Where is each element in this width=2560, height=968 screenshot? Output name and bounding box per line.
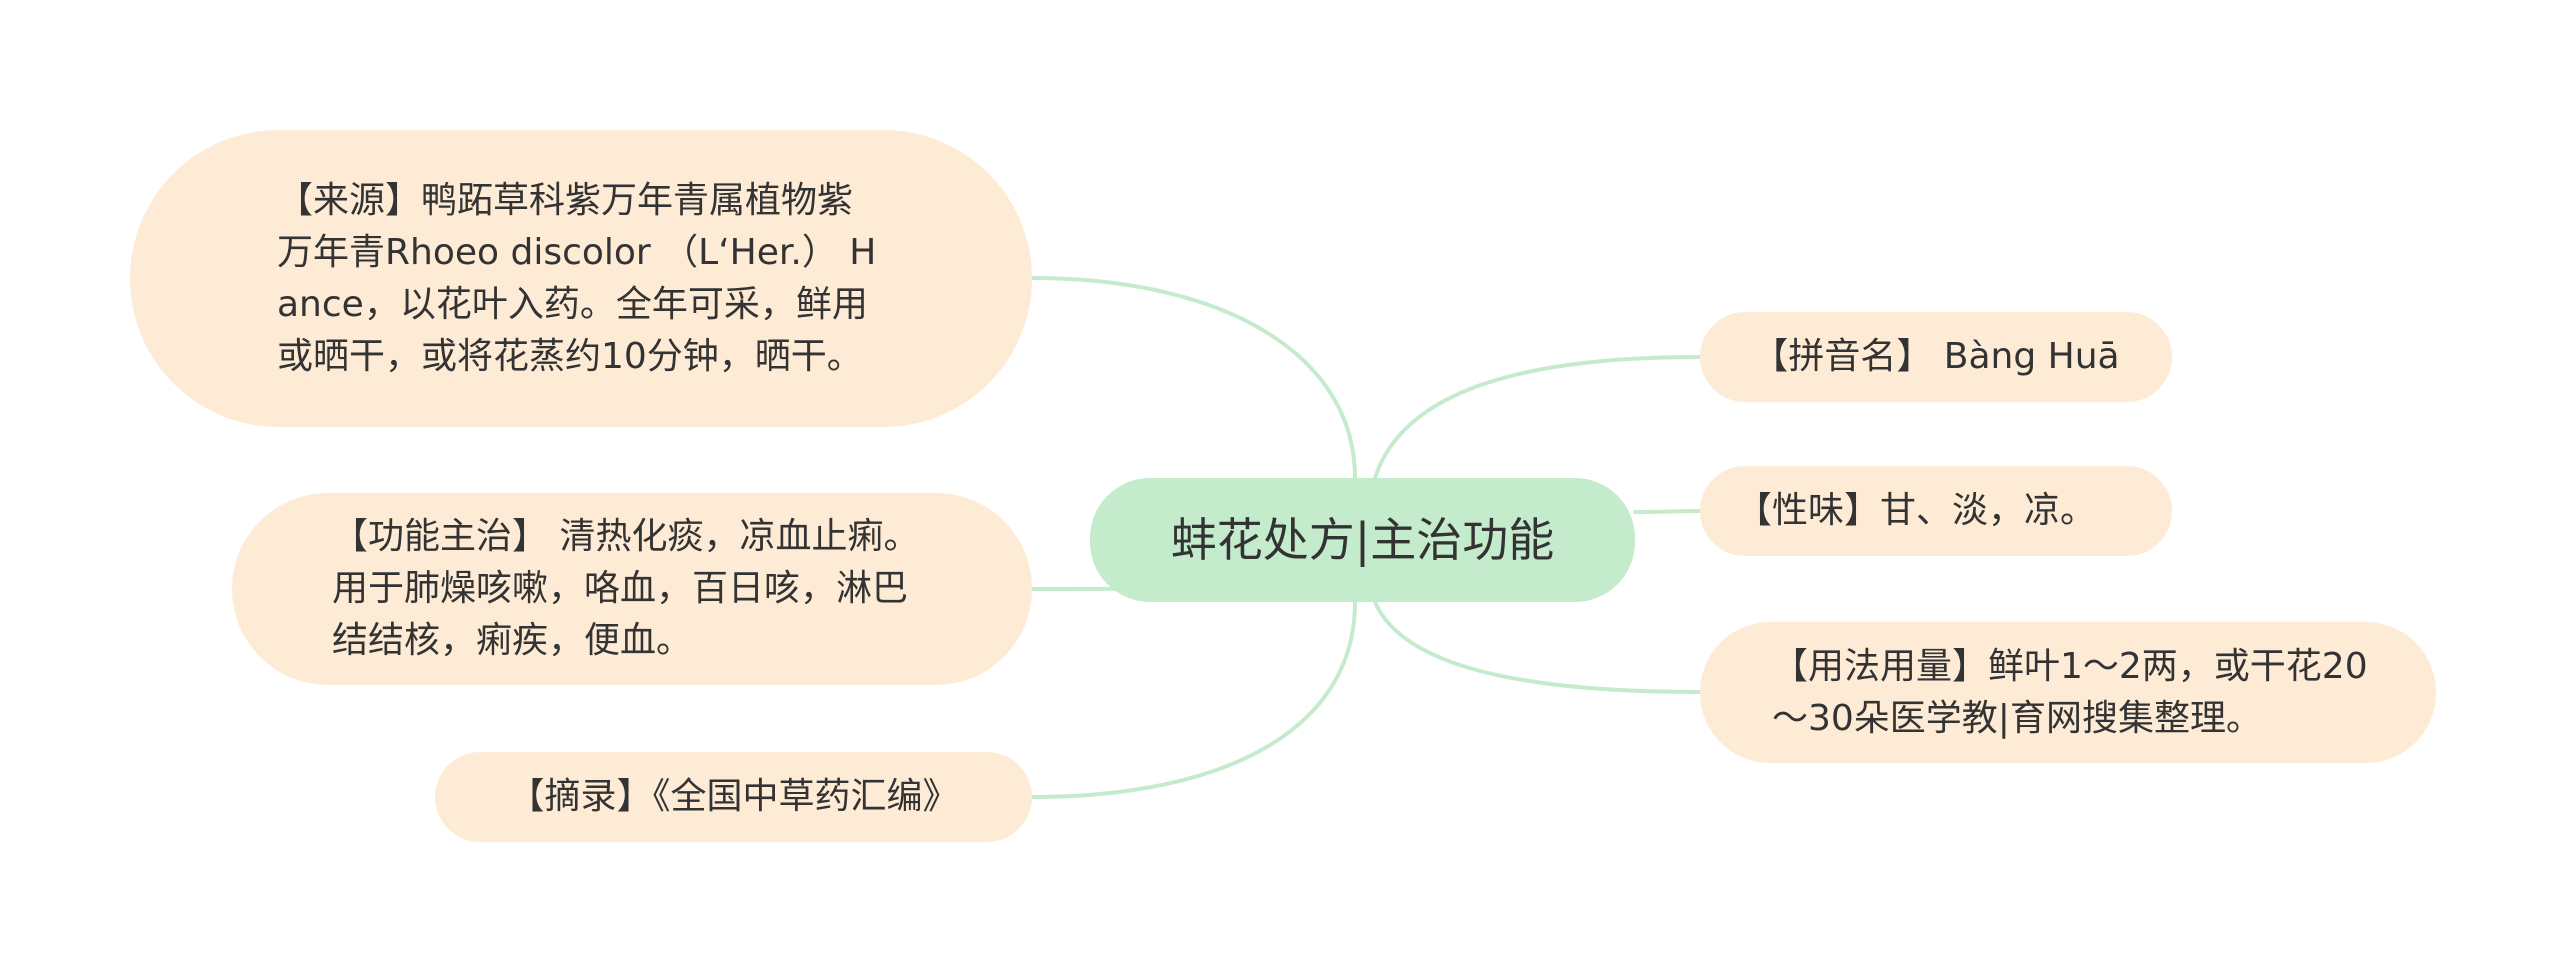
topic-taste-label: 【性味】甘、淡，凉。 [1736,490,2097,531]
connector-excerpt [1030,600,1357,799]
topic-taste[interactable]: 【性味】甘、淡，凉。 [1700,466,2172,556]
connector-taste [1633,509,1702,514]
topic-function-label: 【功能主治】 清热化痰，凉血止痢。用于肺燥咳嗽，咯血，百日咳，淋巴结结核，痢疾，… [332,516,920,661]
topic-usage-label: 【用法用量】鲜叶1～2两，或干花20～30朵医学教|育网搜集整理。 [1772,645,2368,739]
topic-pinyin[interactable]: 【拼音名】 Bàng Huā [1700,312,2172,402]
topic-pinyin-label: 【拼音名】 Bàng Huā [1752,336,2120,377]
topic-excerpt-label: 【摘录】《全国中草药汇编》 [508,776,959,817]
topic-function[interactable]: 【功能主治】 清热化痰，凉血止痢。用于肺燥咳嗽，咯血，百日咳，淋巴结结核，痢疾，… [232,493,1032,685]
central-topic-label: 蚌花处方|主治功能 [1170,513,1555,567]
connector-source [1030,276,1357,480]
connector-usage [1373,600,1702,694]
topic-excerpt[interactable]: 【摘录】《全国中草药汇编》 [435,752,1032,842]
topic-source-label: 【来源】鸭跖草科紫万年青属植物紫万年青Rhoeo discolor （L‘Her… [277,179,877,377]
central-topic[interactable]: 蚌花处方|主治功能 [1090,478,1635,602]
connector-pinyin [1373,355,1702,480]
topic-source[interactable]: 【来源】鸭跖草科紫万年青属植物紫万年青Rhoeo discolor （L‘Her… [130,130,1032,427]
topic-usage[interactable]: 【用法用量】鲜叶1～2两，或干花20～30朵医学教|育网搜集整理。 [1700,622,2436,763]
